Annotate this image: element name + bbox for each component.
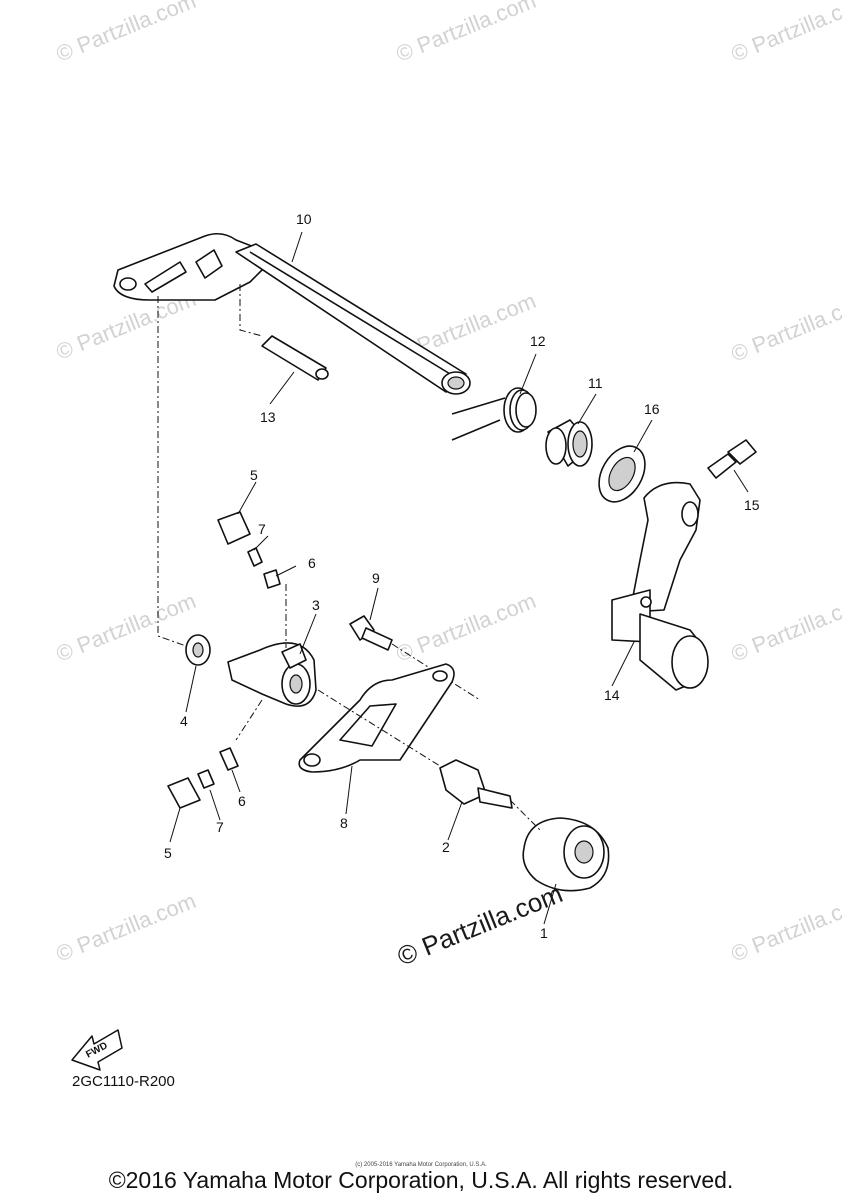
callout-9: 9	[372, 570, 380, 586]
part-guide-plate	[298, 663, 455, 773]
copyright-footer: ©2016 Yamaha Motor Corporation, U.S.A. A…	[108, 1167, 734, 1193]
part-segment	[522, 817, 610, 892]
callout-labels: 10 12 11 16 15 13 5 7 6 9 3 4 14 6 7 5 8…	[164, 211, 760, 941]
part-bolt-15	[707, 439, 757, 479]
callout-7-upper: 7	[258, 521, 266, 537]
callout-7-lower: 7	[216, 819, 224, 835]
assembly-lines	[157, 284, 541, 831]
part-shift-arm	[227, 642, 317, 707]
callout-11: 11	[588, 375, 603, 391]
part-pawl-lower	[167, 747, 239, 809]
callout-8: 8	[340, 815, 348, 831]
part-oil-seal	[598, 445, 646, 503]
callout-2: 2	[442, 839, 450, 855]
watermark-text: © Partzilla.com	[728, 888, 842, 967]
callout-1: 1	[540, 925, 548, 941]
watermark-text: © Partzilla.com	[53, 588, 200, 667]
watermark-text: © Partzilla.com	[53, 888, 200, 967]
part-bolt-9	[349, 615, 481, 701]
callout-4: 4	[180, 713, 188, 729]
diagram-code: 2GC1110-R200	[72, 1073, 175, 1090]
callout-15: 15	[744, 497, 760, 513]
watermark-text: © Partzilla.com	[728, 0, 842, 67]
watermark-text: © Partzilla.com	[393, 0, 540, 67]
watermark-text: © Partzilla.com	[53, 0, 200, 67]
callout-10: 10	[296, 211, 312, 227]
callout-6-upper: 6	[308, 555, 316, 571]
part-stopper-bolt	[439, 759, 513, 809]
part-torsion-spring	[451, 387, 537, 441]
part-shift-shaft	[113, 232, 471, 395]
watermark-text: © Partzilla.com	[728, 588, 842, 667]
part-pin	[261, 335, 329, 381]
fwd-arrow-icon: FWD	[71, 1029, 123, 1071]
part-shift-pedal	[611, 481, 709, 691]
callout-3: 3	[312, 597, 320, 613]
callout-12: 12	[530, 333, 546, 349]
callout-14: 14	[604, 687, 620, 703]
callout-5-lower: 5	[164, 845, 172, 861]
watermark-layer: © Partzilla.com © Partzilla.com © Partzi…	[53, 0, 842, 972]
leader-lines	[169, 231, 749, 925]
part-pawl-upper	[217, 511, 281, 589]
callout-16: 16	[644, 401, 660, 417]
watermark-text: © Partzilla.com	[728, 288, 842, 367]
part-washer	[185, 634, 211, 666]
watermark-text: © Partzilla.com	[393, 588, 540, 667]
callout-13: 13	[260, 409, 276, 425]
callout-5-upper: 5	[250, 467, 258, 483]
small-copyright: (c) 2005-2016 Yamaha Motor Corporation, …	[355, 1162, 487, 1168]
part-collar	[545, 419, 593, 467]
callout-6-lower: 6	[238, 793, 246, 809]
